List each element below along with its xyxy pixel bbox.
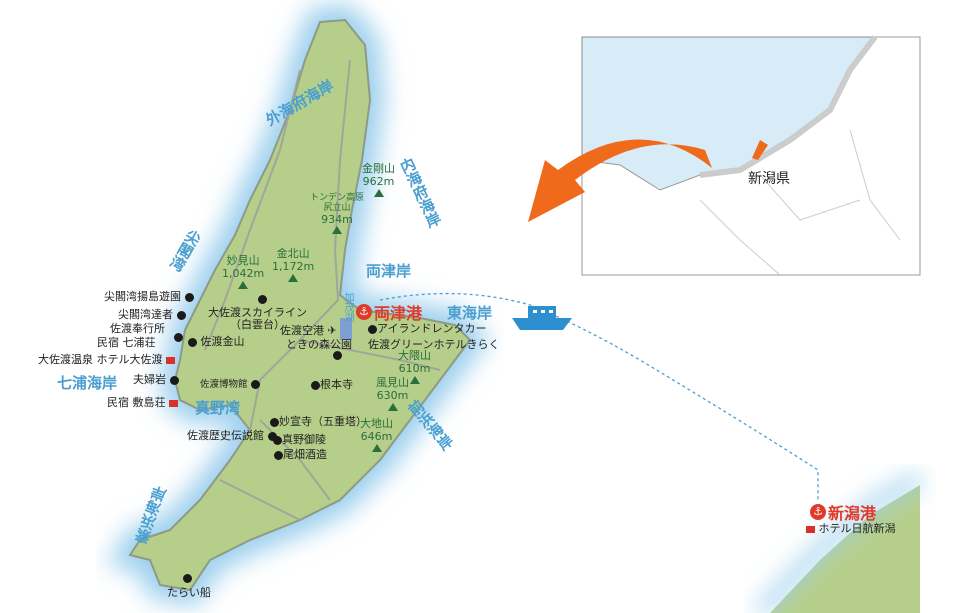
roads: [204, 59, 441, 521]
place-rental[interactable]: アイランドレンタカー: [368, 322, 486, 335]
mountain-icon: [387, 403, 398, 412]
poi-dot-icon: [250, 380, 260, 389]
ferry-icon: [512, 306, 572, 330]
inset-map: [581, 35, 921, 276]
place-konponji[interactable]: 根本寺: [311, 378, 353, 391]
poi-dot-icon: [184, 292, 194, 302]
poi-dot-icon: [273, 435, 282, 445]
hotel-icon: [806, 525, 815, 533]
place-museum[interactable]: 佐渡博物館: [200, 379, 260, 390]
hotel-icon: [166, 356, 175, 364]
sado-island: [128, 18, 472, 592]
place-mano-goryo[interactable]: 真野御陵: [273, 433, 326, 446]
airplane-icon: ✈: [327, 324, 337, 337]
anchor-icon: ⚓: [356, 304, 372, 320]
port-ryotsu[interactable]: ⚓両津港: [356, 300, 422, 324]
poi-dot-icon: [368, 324, 377, 334]
mountain-icon: [371, 444, 382, 453]
port-niigata[interactable]: ⚓新潟港: [810, 500, 876, 524]
place-shikishimasou[interactable]: 民宿 敷島荘: [107, 396, 178, 409]
poi-dot-icon: [188, 337, 197, 347]
coast-mano: 真野湾: [195, 399, 241, 417]
poi-dot-icon: [258, 295, 267, 304]
mountain-icon: [409, 376, 420, 385]
poi-dot-icon: [267, 431, 277, 441]
poi-dot-icon: [169, 375, 179, 385]
orange-arrow: [528, 139, 712, 222]
poi-dot-icon: [270, 417, 279, 427]
kamo-lake: [340, 318, 352, 340]
poi-dot-icon: [311, 380, 320, 390]
coast-ryotsu: 両津岸: [366, 262, 412, 280]
place-airport[interactable]: 佐渡空港 ✈: [280, 324, 337, 337]
poi-dot-icon: [183, 574, 192, 583]
poi-dot-icon: [333, 351, 342, 360]
place-senkaku-park[interactable]: 尖閣湾揚島遊園: [104, 290, 194, 303]
mountain-icon: [332, 226, 342, 235]
poi-dot-icon: [274, 450, 283, 460]
inset-sado: [752, 140, 768, 160]
place-obata[interactable]: 尾畑酒造: [274, 448, 327, 461]
place-myosenji[interactable]: 妙宣寺（五重塔）: [270, 415, 367, 428]
place-toki[interactable]: ときの森公園: [286, 338, 352, 351]
coast-higashi: 東海岸: [447, 304, 493, 322]
poi-dot-icon: [174, 333, 183, 342]
ferry-route: [379, 292, 819, 500]
mountain-icon: [288, 274, 299, 283]
place-hotel-nikko[interactable]: ホテル日航新潟: [806, 522, 896, 535]
place-shichiurasou[interactable]: 民宿 七浦荘: [97, 336, 156, 349]
place-taraibune[interactable]: たらい船: [167, 586, 211, 599]
mountain-icon: [373, 189, 384, 198]
coast-nanaura: 七浦海岸: [57, 374, 118, 392]
place-kinzan[interactable]: 佐渡金山: [188, 335, 245, 348]
place-skyline[interactable]: 大佐渡スカイライン （白雲台）: [208, 306, 307, 332]
place-meoto[interactable]: 夫婦岩: [133, 373, 179, 386]
hotel-icon: [169, 399, 178, 407]
poi-dot-icon: [176, 310, 186, 320]
inset-prefecture-label: 新潟県: [748, 171, 790, 187]
place-kiraku[interactable]: 佐渡グリーンホテルきらく: [368, 338, 500, 351]
niigata-mainland: [770, 485, 920, 613]
place-rekishi[interactable]: 佐渡歴史伝説館: [187, 429, 277, 442]
anchor-icon: ⚓: [810, 504, 826, 520]
mountain-icon: [238, 281, 249, 290]
place-hotel-osado[interactable]: 大佐渡温泉 ホテル大佐渡: [38, 353, 175, 366]
lake-kamo: 加茂湖: [342, 292, 353, 322]
place-senkaku-tatsusha[interactable]: 尖閣湾達者: [118, 308, 186, 321]
place-bugyosho[interactable]: 佐渡奉行所: [110, 322, 165, 335]
